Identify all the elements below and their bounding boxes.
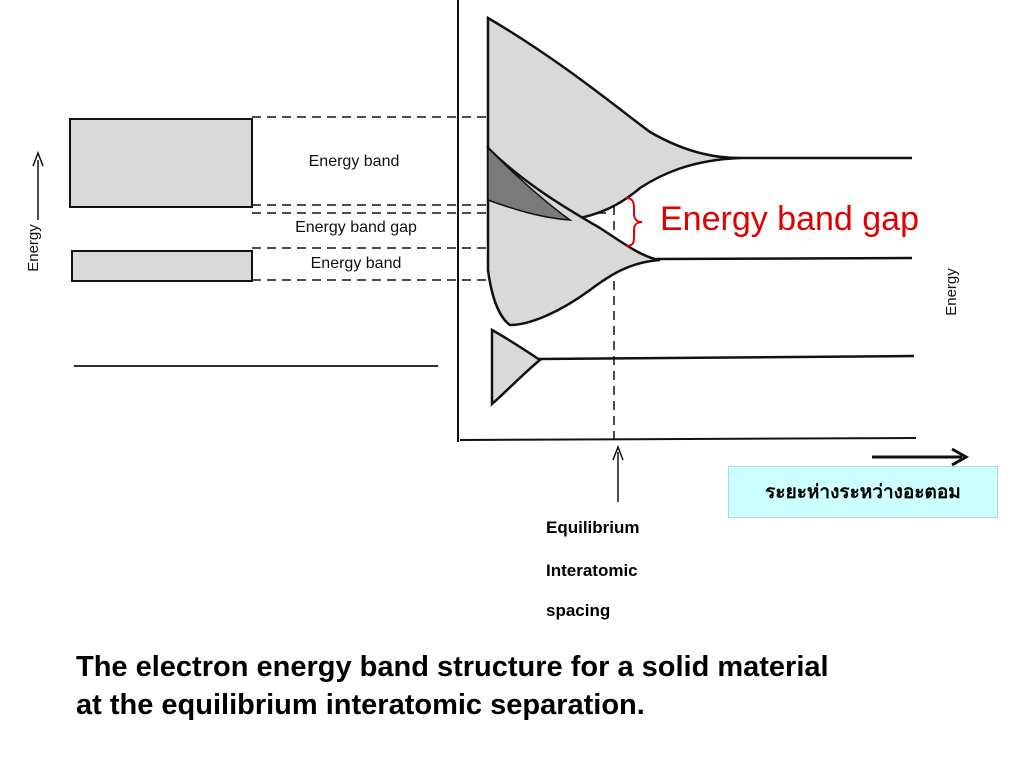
- left-energy-label: Energy: [25, 224, 42, 272]
- caption-line-2: at the equilibrium interatomic separatio…: [76, 689, 645, 721]
- upper-energy-band-rect: [69, 118, 253, 208]
- middle-level-line: [655, 256, 913, 261]
- lowest-band-shape: [490, 327, 543, 407]
- caption-line-1: The electron energy band structure for a…: [76, 651, 829, 683]
- up-arrow-icon: [612, 444, 624, 461]
- upper-band-label: Energy band: [309, 153, 400, 170]
- right-energy-label: Energy: [943, 268, 960, 316]
- up-arrow-icon: [32, 150, 44, 167]
- equilibrium-label-line2: Interatomic: [546, 561, 638, 580]
- equilibrium-label-line3: spacing: [546, 601, 611, 620]
- gap-annotation: Energy band gap: [660, 200, 919, 238]
- lowest-right-level-line: [537, 354, 915, 361]
- lower-band-label: Energy band: [311, 255, 402, 272]
- lower-energy-band-rect: [71, 250, 253, 282]
- overlap-region: [487, 146, 573, 221]
- right-arrow-icon: [951, 447, 970, 467]
- band-gap-label: Energy band gap: [295, 219, 417, 236]
- equilibrium-label-line1: Equilibrium: [546, 518, 640, 537]
- figure-caption: The electron energy band structure for a…: [76, 648, 996, 724]
- brace-icon: [625, 197, 643, 247]
- interatomic-distance-label: ระยะห่างระหว่างอะตอม: [728, 466, 998, 518]
- horizontal-axis: [459, 437, 917, 441]
